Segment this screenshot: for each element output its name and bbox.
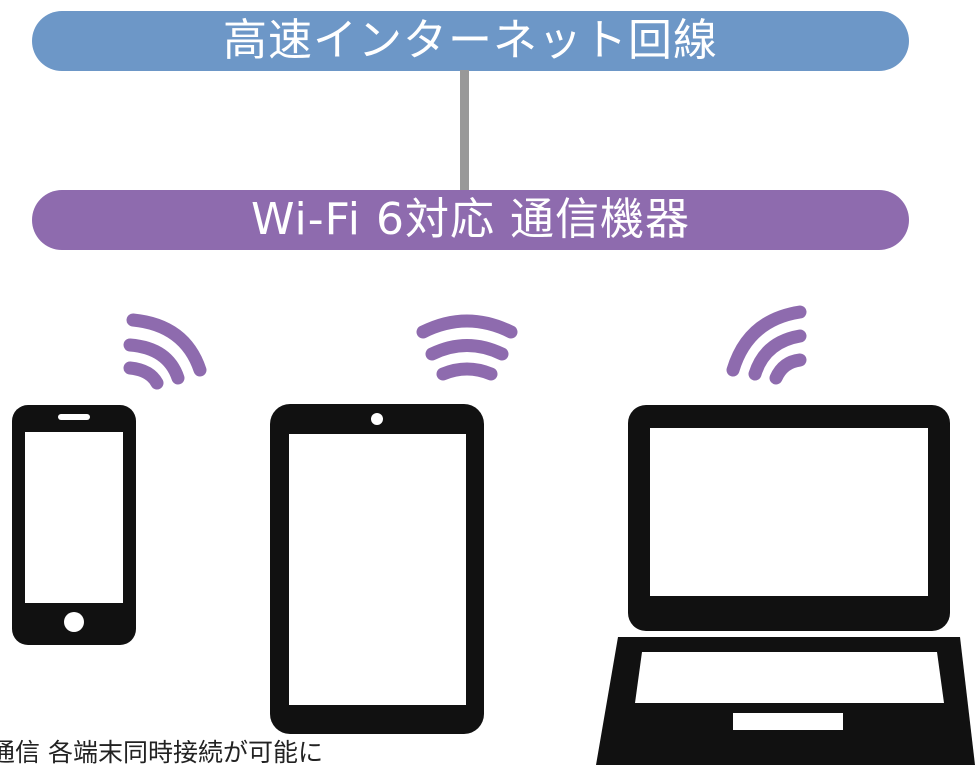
- wifi-signal-tablet-icon: [416, 314, 518, 381]
- laptop-icon: [596, 405, 975, 765]
- connector-line: [460, 70, 469, 192]
- internet-line-label: 高速インターネット回線: [223, 15, 718, 66]
- internet-line-bar: 高速インターネット回線: [32, 11, 909, 71]
- caption-text: 通信 各端末同時接続が可能に: [0, 738, 323, 765]
- wifi-signal-phone-icon: [123, 313, 207, 390]
- wifi-signal-laptop-icon: [726, 305, 807, 385]
- tablet-icon: [270, 404, 484, 734]
- wifi6-device-bar: Wi-Fi 6対応 通信機器: [32, 190, 909, 250]
- smartphone-icon: [12, 405, 136, 645]
- wifi6-device-label: Wi-Fi 6対応 通信機器: [251, 194, 690, 245]
